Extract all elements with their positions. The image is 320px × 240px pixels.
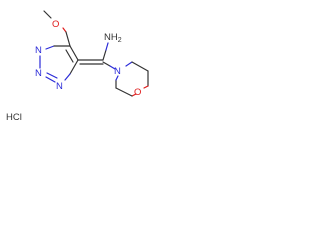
- morpholine-oxygen-label: O: [134, 87, 141, 98]
- triazole-ring: [39, 45, 79, 83]
- morpholine-nitrogen-label: N: [114, 66, 121, 77]
- salt-label: HCl: [6, 112, 22, 123]
- triazole-n2-label: N: [35, 68, 42, 79]
- morpholine-ring: [115, 61, 149, 97]
- methoxy-ring-bond: [62, 27, 71, 47]
- morpholine-link-bond: [102, 61, 116, 70]
- amine-label: NH2: [104, 32, 122, 44]
- triazole-n1-label: N: [35, 45, 42, 56]
- amine-bond: [102, 42, 109, 61]
- methyl-bond: [43, 10, 52, 19]
- triazole-n3-label: N: [56, 81, 63, 92]
- chemical-structure-diagram: O NH2 N N N N O HCl: [6, 10, 149, 123]
- methoxy-oxygen-label: O: [52, 19, 59, 30]
- exocyclic-double-bond: [77, 59, 104, 65]
